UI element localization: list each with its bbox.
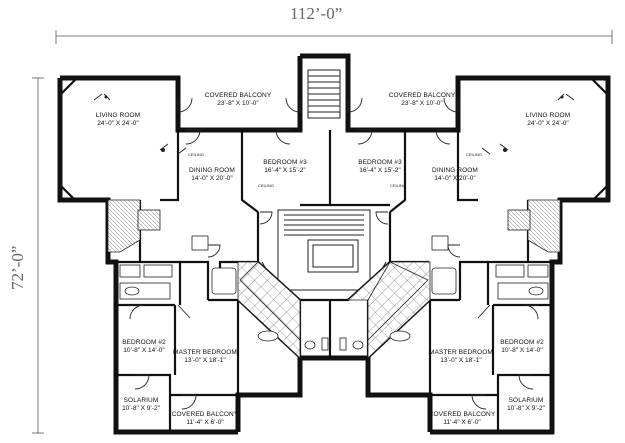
room-size-dining-left: 14’-0" X 20’-0" bbox=[191, 175, 233, 182]
ceiling-fixtures bbox=[93, 93, 575, 155]
room-label-balcony-right: COVERED BALCONY bbox=[388, 92, 456, 99]
overall-width-label: 112’-0” bbox=[290, 4, 343, 23]
room-size-living-left: 24’-0" X 24’-0" bbox=[97, 120, 139, 127]
room-label-living-left: LIVING ROOM bbox=[95, 112, 141, 119]
room-size-small-balcony-left: 11’-4" X 6’-0" bbox=[186, 419, 224, 426]
room-size-solarium-right: 10’-8" X 9’-2" bbox=[507, 405, 545, 412]
room-label-bedroom3-right: BEDROOM #3 bbox=[358, 159, 402, 166]
room-label-small-balcony-right: COVERED BALCONY bbox=[428, 411, 496, 418]
kitchen-left bbox=[107, 199, 141, 253]
width-dimension-line bbox=[55, 30, 613, 44]
room-size-small-balcony-right: 11’-4" X 6’-0" bbox=[443, 419, 481, 426]
room-label-solarium-left: SOLARIUM bbox=[123, 397, 159, 404]
room-label-master-left: MASTER BEDROOM bbox=[173, 349, 237, 356]
room-label-master-right: MASTER BEDROOM bbox=[429, 349, 493, 356]
central-core bbox=[261, 209, 387, 291]
room-label-small-balcony-left: COVERED BALCONY bbox=[171, 411, 239, 418]
bathroom-fixtures-right bbox=[339, 235, 549, 351]
room-label-bedroom2-right: BEDROOM #2 bbox=[500, 339, 544, 346]
room-label-solarium-right: SOLARIUM bbox=[508, 397, 544, 404]
room-label-bedroom3-left: BEDROOM #3 bbox=[263, 159, 307, 166]
room-size-balcony-left: 23’-8" X 10’-0" bbox=[217, 100, 259, 107]
room-label-balcony-left: COVERED BALCONY bbox=[204, 92, 272, 99]
tiled-corridor-left bbox=[239, 261, 301, 341]
room-size-master-right: 13’-0" X 18’-1" bbox=[440, 357, 482, 364]
room-size-solarium-left: 10’-8" X 9’-2" bbox=[122, 405, 160, 412]
pantry-right bbox=[507, 209, 531, 231]
overall-height-label: 72’-0” bbox=[8, 245, 27, 290]
room-size-living-right: 24’-0" X 24’-0" bbox=[527, 120, 569, 127]
room-label-dining-right: DINING ROOM bbox=[432, 167, 478, 174]
height-dimension-line bbox=[32, 77, 44, 434]
ceiling-label: CEILING bbox=[389, 183, 407, 188]
room-label-bedroom2-left: BEDROOM #2 bbox=[122, 339, 166, 346]
ceiling-label: CEILING bbox=[187, 152, 205, 157]
room-size-dining-right: 14’-0" X 20’-0" bbox=[434, 175, 476, 182]
top-stair bbox=[307, 69, 341, 119]
room-size-bedroom3-right: 16’-4" X 15’-2" bbox=[359, 167, 401, 174]
room-size-bedroom3-left: 16’-4" X 15’-2" bbox=[264, 167, 306, 174]
ceiling-label: CEILING bbox=[257, 183, 275, 188]
room-size-master-left: 13’-0" X 18’-1" bbox=[184, 357, 226, 364]
room-label-living-right: LIVING ROOM bbox=[525, 112, 571, 119]
kitchen-right bbox=[527, 199, 561, 253]
bathroom-fixtures-left bbox=[119, 235, 329, 351]
room-size-bedroom2-left: 10’-8" X 14’-0" bbox=[123, 347, 165, 354]
room-label-dining-left: DINING ROOM bbox=[189, 167, 235, 174]
pantry-left bbox=[137, 209, 161, 231]
doors bbox=[129, 97, 539, 410]
tiled-corridor-right bbox=[367, 261, 429, 341]
room-size-bedroom2-right: 10’-8" X 14’-0" bbox=[501, 347, 543, 354]
room-size-balcony-right: 23’-8" X 10’-0" bbox=[401, 100, 443, 107]
ceiling-label: CEILING bbox=[465, 152, 483, 157]
